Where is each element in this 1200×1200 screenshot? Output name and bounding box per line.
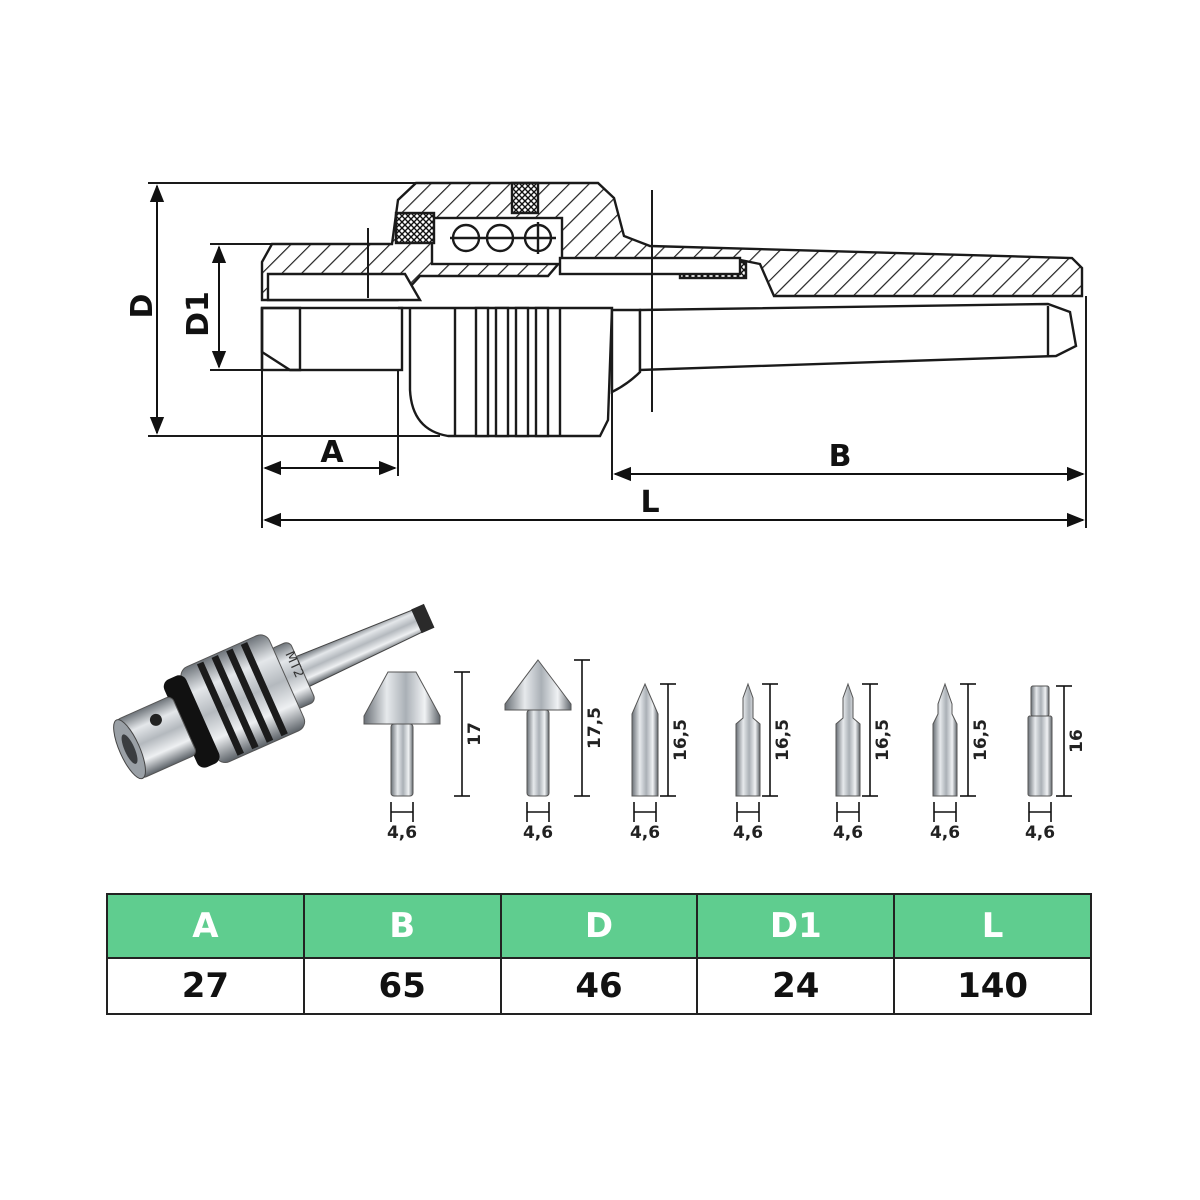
stepped-point-tip: 16,5 4,6	[930, 682, 991, 843]
dim-label-d1: D1	[181, 291, 216, 337]
flat-pin-tip-height-label: 16	[1067, 729, 1087, 753]
spec-value-b: 65	[302, 957, 502, 1015]
flat-pin-tip: 164,6	[1025, 685, 1087, 843]
spec-table: A B D D1 L 27 65 46 24 140	[106, 893, 1092, 1015]
flat-cone-tip: 174,6	[363, 671, 485, 843]
slim-point-tip-height-label: 16,5	[671, 719, 691, 761]
needle-point-tip-2-width-label: 4,6	[833, 823, 863, 843]
dim-label-a: A	[320, 435, 344, 470]
spec-header-d: D	[499, 893, 699, 959]
dim-label-d: D	[125, 294, 160, 319]
sharp-cone-tip: 17,5 4,6	[504, 659, 605, 843]
flat-cone-tip-height-label: 17	[465, 722, 485, 746]
needle-point-tip-1: 16,5 4,6	[733, 682, 793, 843]
needle-point-tip-2: 16,5 4,6	[833, 682, 893, 843]
extension-lines	[148, 182, 1087, 528]
spec-header-b: B	[302, 893, 502, 959]
dimension-lines	[149, 184, 1085, 528]
section-view	[260, 181, 1084, 302]
needle-point-tip-1-height-label: 16,5	[773, 719, 793, 761]
sharp-cone-tip-width-label: 4,6	[523, 823, 553, 843]
dim-label-l: L	[640, 485, 659, 520]
spec-header-l: L	[893, 893, 1092, 959]
needle-point-tip-1-width-label: 4,6	[733, 823, 763, 843]
spec-header-d1: D1	[696, 893, 896, 959]
dim-label-b: B	[829, 439, 852, 474]
spec-header-row: A B D D1 L	[106, 893, 1092, 959]
slim-point-tip: 16,5 4,6	[630, 682, 691, 843]
sharp-cone-tip-height-label: 17,5	[585, 707, 605, 749]
spec-value-a: 27	[106, 957, 305, 1015]
spec-value-d: 46	[499, 957, 699, 1015]
spec-value-l: 140	[893, 957, 1092, 1015]
spec-value-row: 27 65 46 24 140	[106, 957, 1092, 1015]
needle-point-tip-2-height-label: 16,5	[873, 719, 893, 761]
slim-point-tip-width-label: 4,6	[630, 823, 660, 843]
flat-pin-tip-width-label: 4,6	[1025, 823, 1055, 843]
spec-value-d1: 24	[696, 957, 896, 1015]
stepped-point-tip-height-label: 16,5	[971, 719, 991, 761]
flat-cone-tip-width-label: 4,6	[387, 823, 417, 843]
stepped-point-tip-width-label: 4,6	[930, 823, 960, 843]
spec-header-a: A	[106, 893, 305, 959]
outline-view	[260, 302, 1078, 438]
live-center-photo: MT2	[113, 603, 435, 780]
tips-group: 174,617,54,616,54,616,54,616,54,616,54,6…	[363, 659, 1087, 843]
